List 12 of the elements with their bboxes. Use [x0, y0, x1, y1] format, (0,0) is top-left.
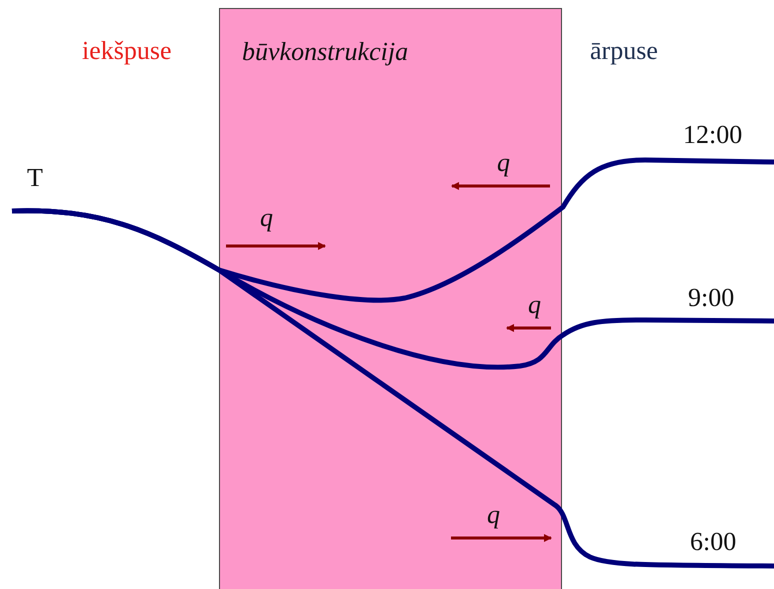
wall-band [219, 8, 562, 589]
time-label: 12:00 [683, 122, 742, 148]
wall-label: būvkonstrukcija [242, 39, 408, 65]
heat-flux-label: q [260, 205, 273, 231]
axis-label: T [27, 165, 43, 191]
time-label: 6:00 [690, 529, 736, 555]
region-label: iekšpuse [82, 38, 172, 64]
heat-flux-label: q [528, 292, 541, 318]
heat-flux-label: q [487, 502, 500, 528]
region-label: ārpuse [590, 38, 658, 64]
heat-flux-label: q [497, 150, 510, 176]
time-label: 9:00 [688, 285, 734, 311]
